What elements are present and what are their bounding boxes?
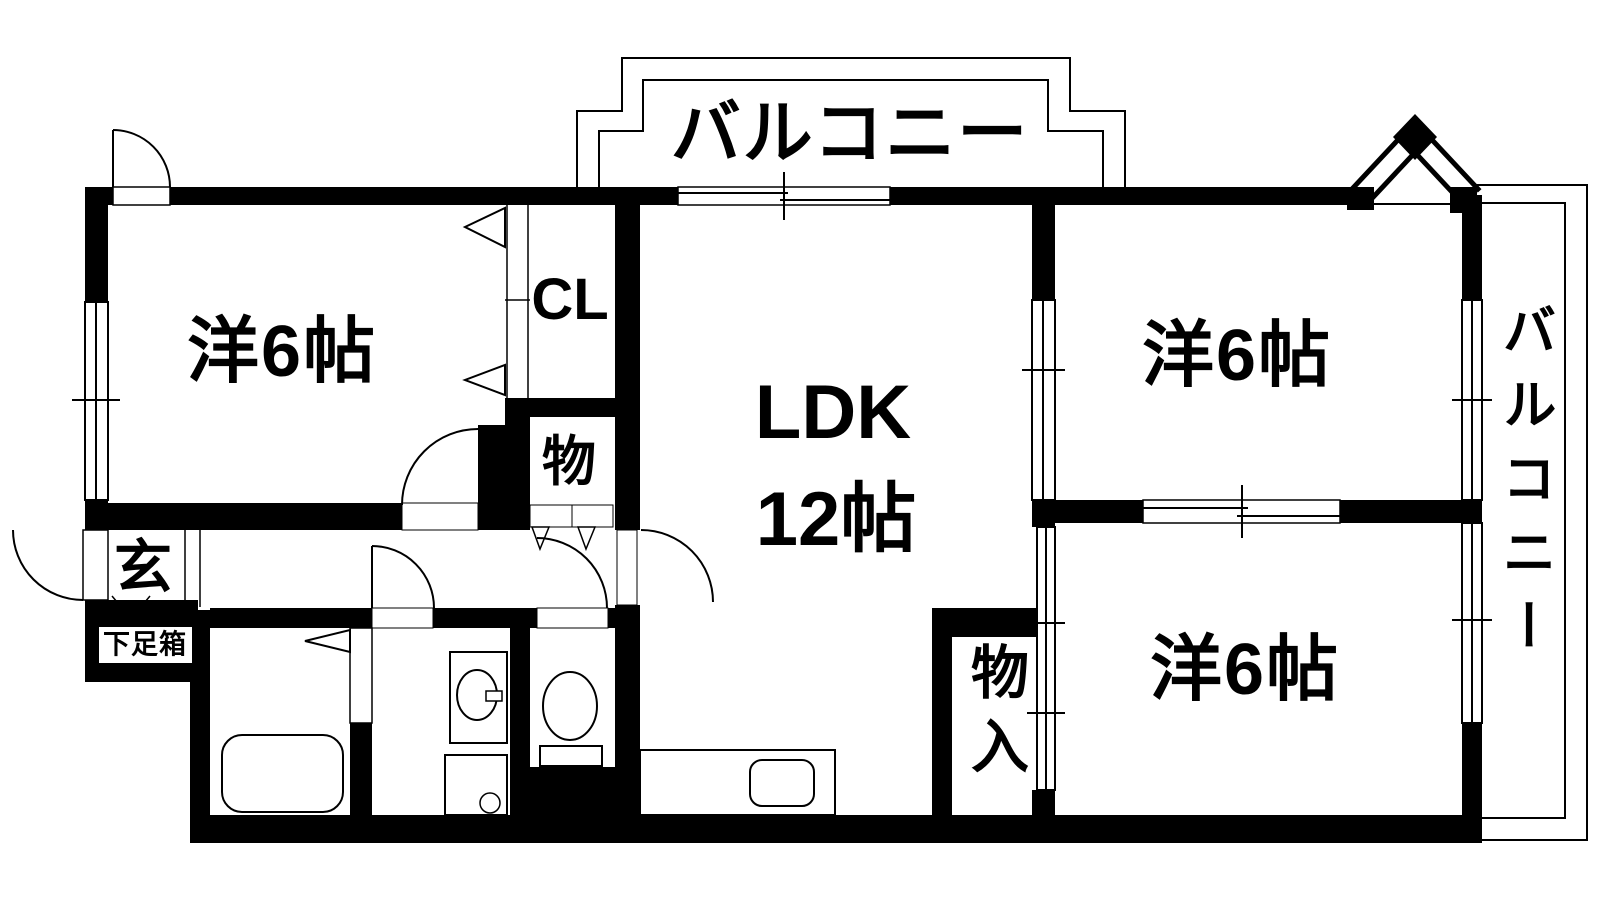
toilet-bowl <box>542 671 598 741</box>
room-ne-label: 洋6帖 <box>1141 316 1333 396</box>
washing-machine-pan <box>444 754 508 816</box>
storage-label: 物 <box>542 432 598 492</box>
balcony-right-railing <box>1462 184 1588 841</box>
balcony-right-label: バルコニー <box>1494 302 1554 672</box>
toilet-tank <box>539 745 603 767</box>
washbasin-faucet <box>485 690 503 702</box>
room-nw-label: 洋6帖 <box>186 312 378 392</box>
corner-window <box>1347 114 1482 213</box>
balcony-top-label: バルコニー <box>670 94 1030 172</box>
fixtures <box>97 625 836 816</box>
room-se-label: 洋6帖 <box>1149 630 1341 710</box>
ldk-name-label: LDK <box>754 370 912 455</box>
balcony-top-railing <box>576 57 1126 187</box>
doors <box>12 129 714 724</box>
entrance-label: 玄 <box>113 535 175 600</box>
closet-label: CL <box>531 267 609 332</box>
kitchen-sink <box>749 759 815 807</box>
storage-in-label: 物入 <box>962 642 1027 790</box>
windows <box>72 172 1492 791</box>
washing-machine-drain <box>479 792 501 814</box>
shoe-box-label: 下足箱 <box>103 629 187 660</box>
ldk-size-label: 12帖 <box>755 477 917 562</box>
bathtub <box>221 734 344 813</box>
shoe-box-outline <box>97 625 194 665</box>
